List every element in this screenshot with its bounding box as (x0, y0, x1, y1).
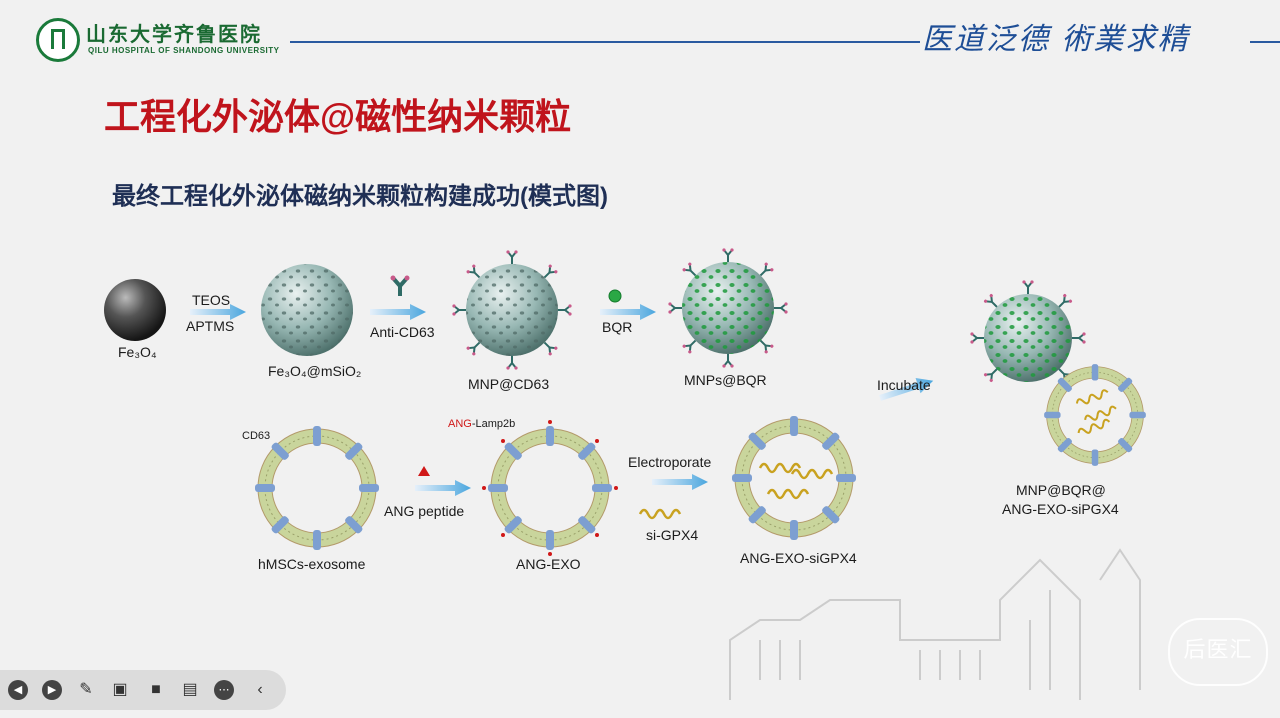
arrow-5 (652, 474, 708, 490)
label-ang-exo-sigpx4: ANG-EXO-siGPX4 (740, 550, 857, 566)
label-ang-prefix: ANG (448, 418, 472, 430)
mnps-bqr-particle (667, 247, 789, 369)
slide-title: 工程化外泌体@磁性纳米颗粒 (104, 96, 572, 137)
bqr-dot-icon (608, 289, 622, 303)
label-lamp2b: -Lamp2b (471, 418, 516, 430)
label-cd63: CD63 (242, 430, 271, 442)
hospital-name: 山东大学齐鲁医院 (86, 22, 262, 46)
presentation-toolbar: ◀ ▶ ✎ ▣ ■ ▤ ⋯ ‹ (0, 670, 286, 710)
arrow-3 (600, 304, 656, 320)
header-divider-right (1250, 41, 1280, 43)
label-ang-lamp2b: ANG-Lamp2b (448, 418, 515, 430)
label-fe3o4: Fe₃O₄ (118, 344, 157, 360)
label-ang-peptide: ANG peptide (384, 503, 465, 519)
mnp-cd63-particle (451, 249, 573, 371)
label-final-line2: ANG-EXO-siPGX4 (1002, 501, 1119, 517)
prev-icon[interactable]: ◀ (8, 680, 28, 700)
hospital-motto: 医道泛德 術業求精 (922, 22, 1190, 57)
ang-triangle-icon (418, 466, 430, 476)
ang-exo (482, 420, 618, 556)
screenshot-icon[interactable]: ▣ (112, 681, 128, 698)
camera-icon[interactable]: ■ (151, 681, 161, 698)
more-icon[interactable]: ⋯ (214, 680, 234, 700)
pen-icon[interactable]: ✎ (79, 681, 93, 698)
arrow-4 (415, 480, 471, 496)
label-incubate: Incubate (877, 377, 931, 393)
label-teos: TEOS (192, 292, 231, 308)
campus-sketch (729, 548, 1141, 700)
logo-gate-icon (51, 29, 65, 49)
label-electroporate: Electroporate (628, 454, 712, 470)
label-mnp-cd63: MNP@CD63 (468, 376, 550, 392)
slide-subtitle: 最终工程化外泌体磁纳米颗粒构建成功(模式图) (112, 183, 608, 210)
label-aptms: APTMS (186, 318, 235, 334)
label-hmsc-exosome: hMSCs-exosome (258, 556, 366, 572)
label-ang-exo: ANG-EXO (516, 556, 581, 572)
collapse-icon[interactable]: ‹ (257, 681, 263, 698)
final-exosome (1044, 364, 1146, 466)
header-divider (290, 41, 920, 43)
label-mnps-bqr: MNPs@BQR (684, 372, 767, 388)
sirna-icon (638, 508, 682, 520)
arrow-2 (370, 304, 426, 320)
ang-exo-sigpx4 (732, 416, 856, 540)
label-bqr: BQR (602, 319, 633, 335)
fe3o4-msio2-particle (261, 264, 353, 356)
label-anti-cd63: Anti-CD63 (370, 324, 435, 340)
label-final-line1: MNP@BQR@ (1016, 482, 1106, 498)
fe3o4-core (104, 279, 166, 341)
hmsc-exosome (255, 426, 379, 550)
watermark-logo: 后医汇 (1168, 618, 1268, 686)
final-mnp-particle (969, 279, 1087, 384)
antibody-icon (390, 275, 410, 296)
label-si-gpx4: si-GPX4 (646, 527, 699, 543)
label-fe3o4-msio2: Fe₃O₄@mSiO₂ (268, 363, 362, 379)
play-icon[interactable]: ▶ (42, 680, 62, 700)
comment-icon[interactable]: ▤ (182, 681, 198, 698)
hospital-logo (36, 18, 80, 62)
hospital-name-en: QILU HOSPITAL OF SHANDONG UNIVERSITY (88, 46, 280, 55)
